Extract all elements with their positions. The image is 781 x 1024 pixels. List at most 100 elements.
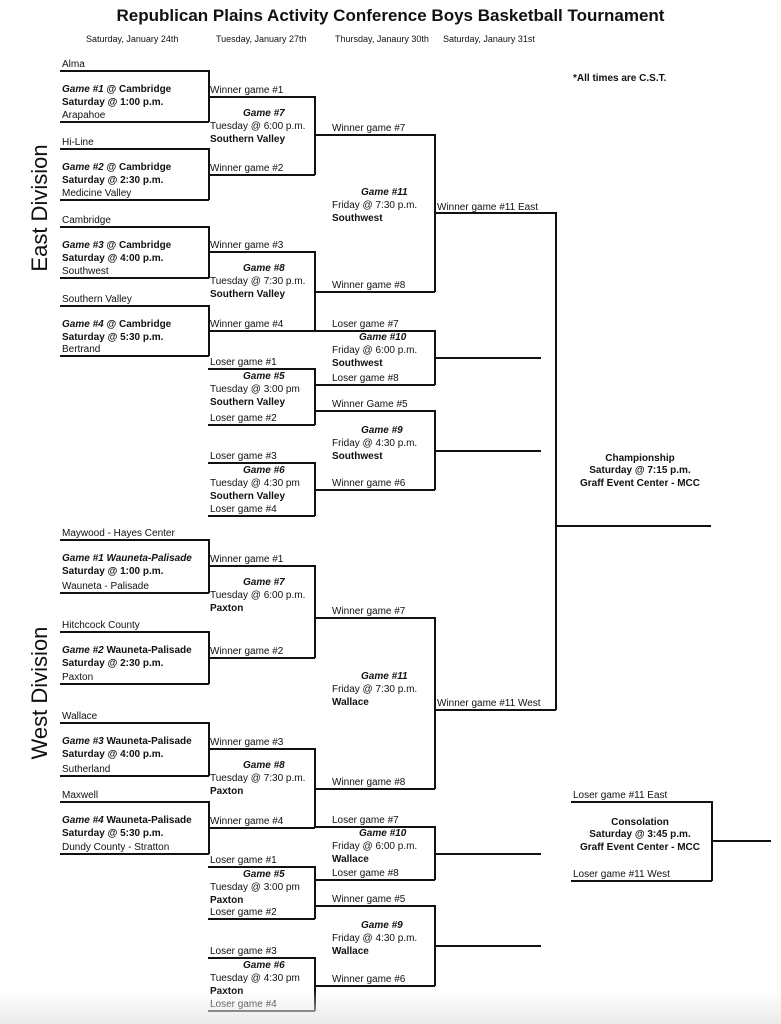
west-team-1: Maywood - Hayes Center — [62, 528, 175, 539]
east-game4-site: @ Cambridge — [103, 319, 172, 330]
west-r2-game6-label: Game #6 — [243, 960, 285, 971]
championship-title: Championship — [605, 453, 675, 464]
east-r3-w6: Winner game #6 — [332, 478, 406, 489]
west-r1-game4-bottom-line — [60, 853, 209, 855]
west-game4-name: Game #4 Wauneta-Palisade — [62, 815, 192, 827]
east-r1-game2-top-line — [60, 148, 209, 150]
west-r2-game7-connector — [314, 565, 316, 658]
west-r3-w7: Winner game #7 — [332, 606, 406, 617]
east-team-8: Bertrand — [62, 344, 101, 355]
east-r1-game1-bottom-line — [60, 121, 209, 123]
east-team-5: Cambridge — [62, 215, 111, 226]
west-team-2: Wauneta - Palisade — [62, 581, 149, 592]
west-r1-game1-top-line — [60, 539, 209, 541]
east-r1-game1-top-line — [60, 70, 209, 72]
east-r1-game3-top-line — [60, 226, 209, 228]
west-r1-game4-top-line — [60, 801, 209, 803]
round-date-1: Saturday, January 24th — [86, 34, 179, 44]
west-r2-game7-label: Game #7 — [243, 577, 285, 588]
west-game1-name: Game #1 Wauneta-Palisade — [62, 553, 192, 565]
west-r3-game10-time: Friday @ 6:00 p.m. — [332, 841, 418, 852]
west-r3-l7: Loser game #7 — [332, 815, 399, 826]
west-r3-game11-connector — [434, 617, 436, 789]
west-game2-name: Game #2 Wauneta-Palisade — [62, 645, 192, 657]
west-r1-game1-bottom-line — [60, 592, 209, 594]
west-r1-game3-top-line — [60, 722, 209, 724]
east-team-7: Southern Valley — [62, 294, 132, 305]
east-r3-game10-site: Southwest — [332, 358, 383, 369]
west-final-line — [435, 709, 556, 711]
west-r3-game9-out-line — [434, 945, 541, 947]
west-r2-game8-top-line — [208, 748, 315, 750]
east-game3-time: Saturday @ 4:00 p.m. — [62, 253, 164, 264]
west-game3-site: Wauneta-Palisade — [103, 736, 192, 747]
west-team-3: Hitchcock County — [62, 620, 140, 631]
west-r2-w4: Winner game #4 — [210, 816, 284, 827]
east-r3-game10-time: Friday @ 6:00 p.m. — [332, 345, 418, 356]
east-r2-game5-bottom-line — [208, 424, 315, 426]
west-team-8: Dundy County - Stratton — [62, 842, 170, 853]
east-r2-game5-label: Game #5 — [243, 371, 285, 382]
consolation-top-label: Loser game #11 East — [573, 790, 668, 801]
east-game2-label: Game #2 — [62, 162, 104, 173]
east-r2-game7-time: Tuesday @ 6:00 p.m. — [210, 121, 306, 132]
east-r1-game2-bottom-line — [60, 199, 209, 201]
east-r3-game10-out-line — [434, 357, 541, 359]
east-r2-game8-label: Game #8 — [243, 263, 285, 274]
east-r3-w8: Winner game #8 — [332, 280, 406, 291]
consolation-venue: Graff Event Center - MCC — [579, 842, 700, 853]
west-r2-game6-time: Tuesday @ 4:30 pm — [210, 973, 300, 984]
east-r2-w2: Winner game #2 — [210, 163, 284, 174]
west-game4-time: Saturday @ 5:30 p.m. — [62, 828, 164, 839]
west-team-4: Paxton — [62, 672, 94, 683]
west-r3-game10-bottom-line — [314, 879, 435, 881]
east-team-4: Medicine Valley — [62, 188, 132, 199]
west-game3-name: Game #3 Wauneta-Palisade — [62, 736, 192, 748]
west-division-label: West Division — [27, 626, 52, 760]
consolation-line — [711, 840, 771, 842]
west-r2-l3: Loser game #3 — [210, 946, 277, 957]
west-r3-w8: Winner game #8 — [332, 777, 406, 788]
west-r2-game8-time: Tuesday @ 7:30 p.m. — [210, 773, 306, 784]
west-r2-game5-label: Game #5 — [243, 869, 285, 880]
west-game1-label: Game #1 Wauneta-Palisade — [62, 553, 192, 564]
east-r3-game11-connector — [434, 134, 436, 292]
west-game3-label: Game #3 — [62, 736, 104, 747]
west-r1-game2-bottom-line — [60, 683, 209, 685]
east-team-2: Arapahoe — [62, 110, 106, 121]
west-game1-time: Saturday @ 1:00 p.m. — [62, 566, 164, 577]
final-connector — [555, 212, 557, 710]
west-r3-game11-top-line — [314, 617, 435, 619]
east-r1-game4-top-line — [60, 305, 209, 307]
east-r2-game8-time: Tuesday @ 7:30 p.m. — [210, 276, 306, 287]
east-team-1: Alma — [62, 59, 85, 70]
east-r2-game6-bottom-line — [208, 515, 315, 517]
east-r2-l1: Loser game #1 — [210, 357, 277, 368]
west-team-7: Maxwell — [62, 790, 99, 801]
east-r2-game5-top-line — [208, 368, 315, 370]
west-r3-game11-time: Friday @ 7:30 p.m. — [332, 684, 418, 695]
west-r3-game10-label: Game #10 — [359, 828, 407, 839]
consolation-title: Consolation — [611, 817, 669, 828]
east-r3-game10-label: Game #10 — [359, 332, 407, 343]
east-r3-game11-site: Southwest — [332, 213, 383, 224]
west-r3-game10-out-line — [434, 853, 541, 855]
west-r2-game5-site: Paxton — [210, 895, 244, 906]
east-r3-game9-label: Game #9 — [361, 425, 403, 436]
east-r2-game7-connector — [314, 96, 316, 175]
east-game1-time: Saturday @ 1:00 p.m. — [62, 97, 164, 108]
east-r2-game5-site: Southern Valley — [210, 397, 286, 408]
east-r2-l2: Loser game #2 — [210, 413, 277, 424]
west-game2-time: Saturday @ 2:30 p.m. — [62, 658, 164, 669]
east-game1-name: Game #1 @ Cambridge — [62, 84, 171, 96]
east-game4-time: Saturday @ 5:30 p.m. — [62, 332, 164, 343]
west-r2-w2: Winner game #2 — [210, 646, 284, 657]
west-team-6: Sutherland — [62, 764, 111, 775]
east-game1-site: @ Cambridge — [103, 84, 172, 95]
east-r3-game11-top-line — [314, 134, 435, 136]
west-r2-l1: Loser game #1 — [210, 855, 277, 866]
east-r2-game7-label: Game #7 — [243, 108, 285, 119]
east-r2-game8-bottom-line — [208, 330, 315, 332]
west-r2-game7-time: Tuesday @ 6:00 p.m. — [210, 590, 306, 601]
east-game3-label: Game #3 — [62, 240, 104, 251]
